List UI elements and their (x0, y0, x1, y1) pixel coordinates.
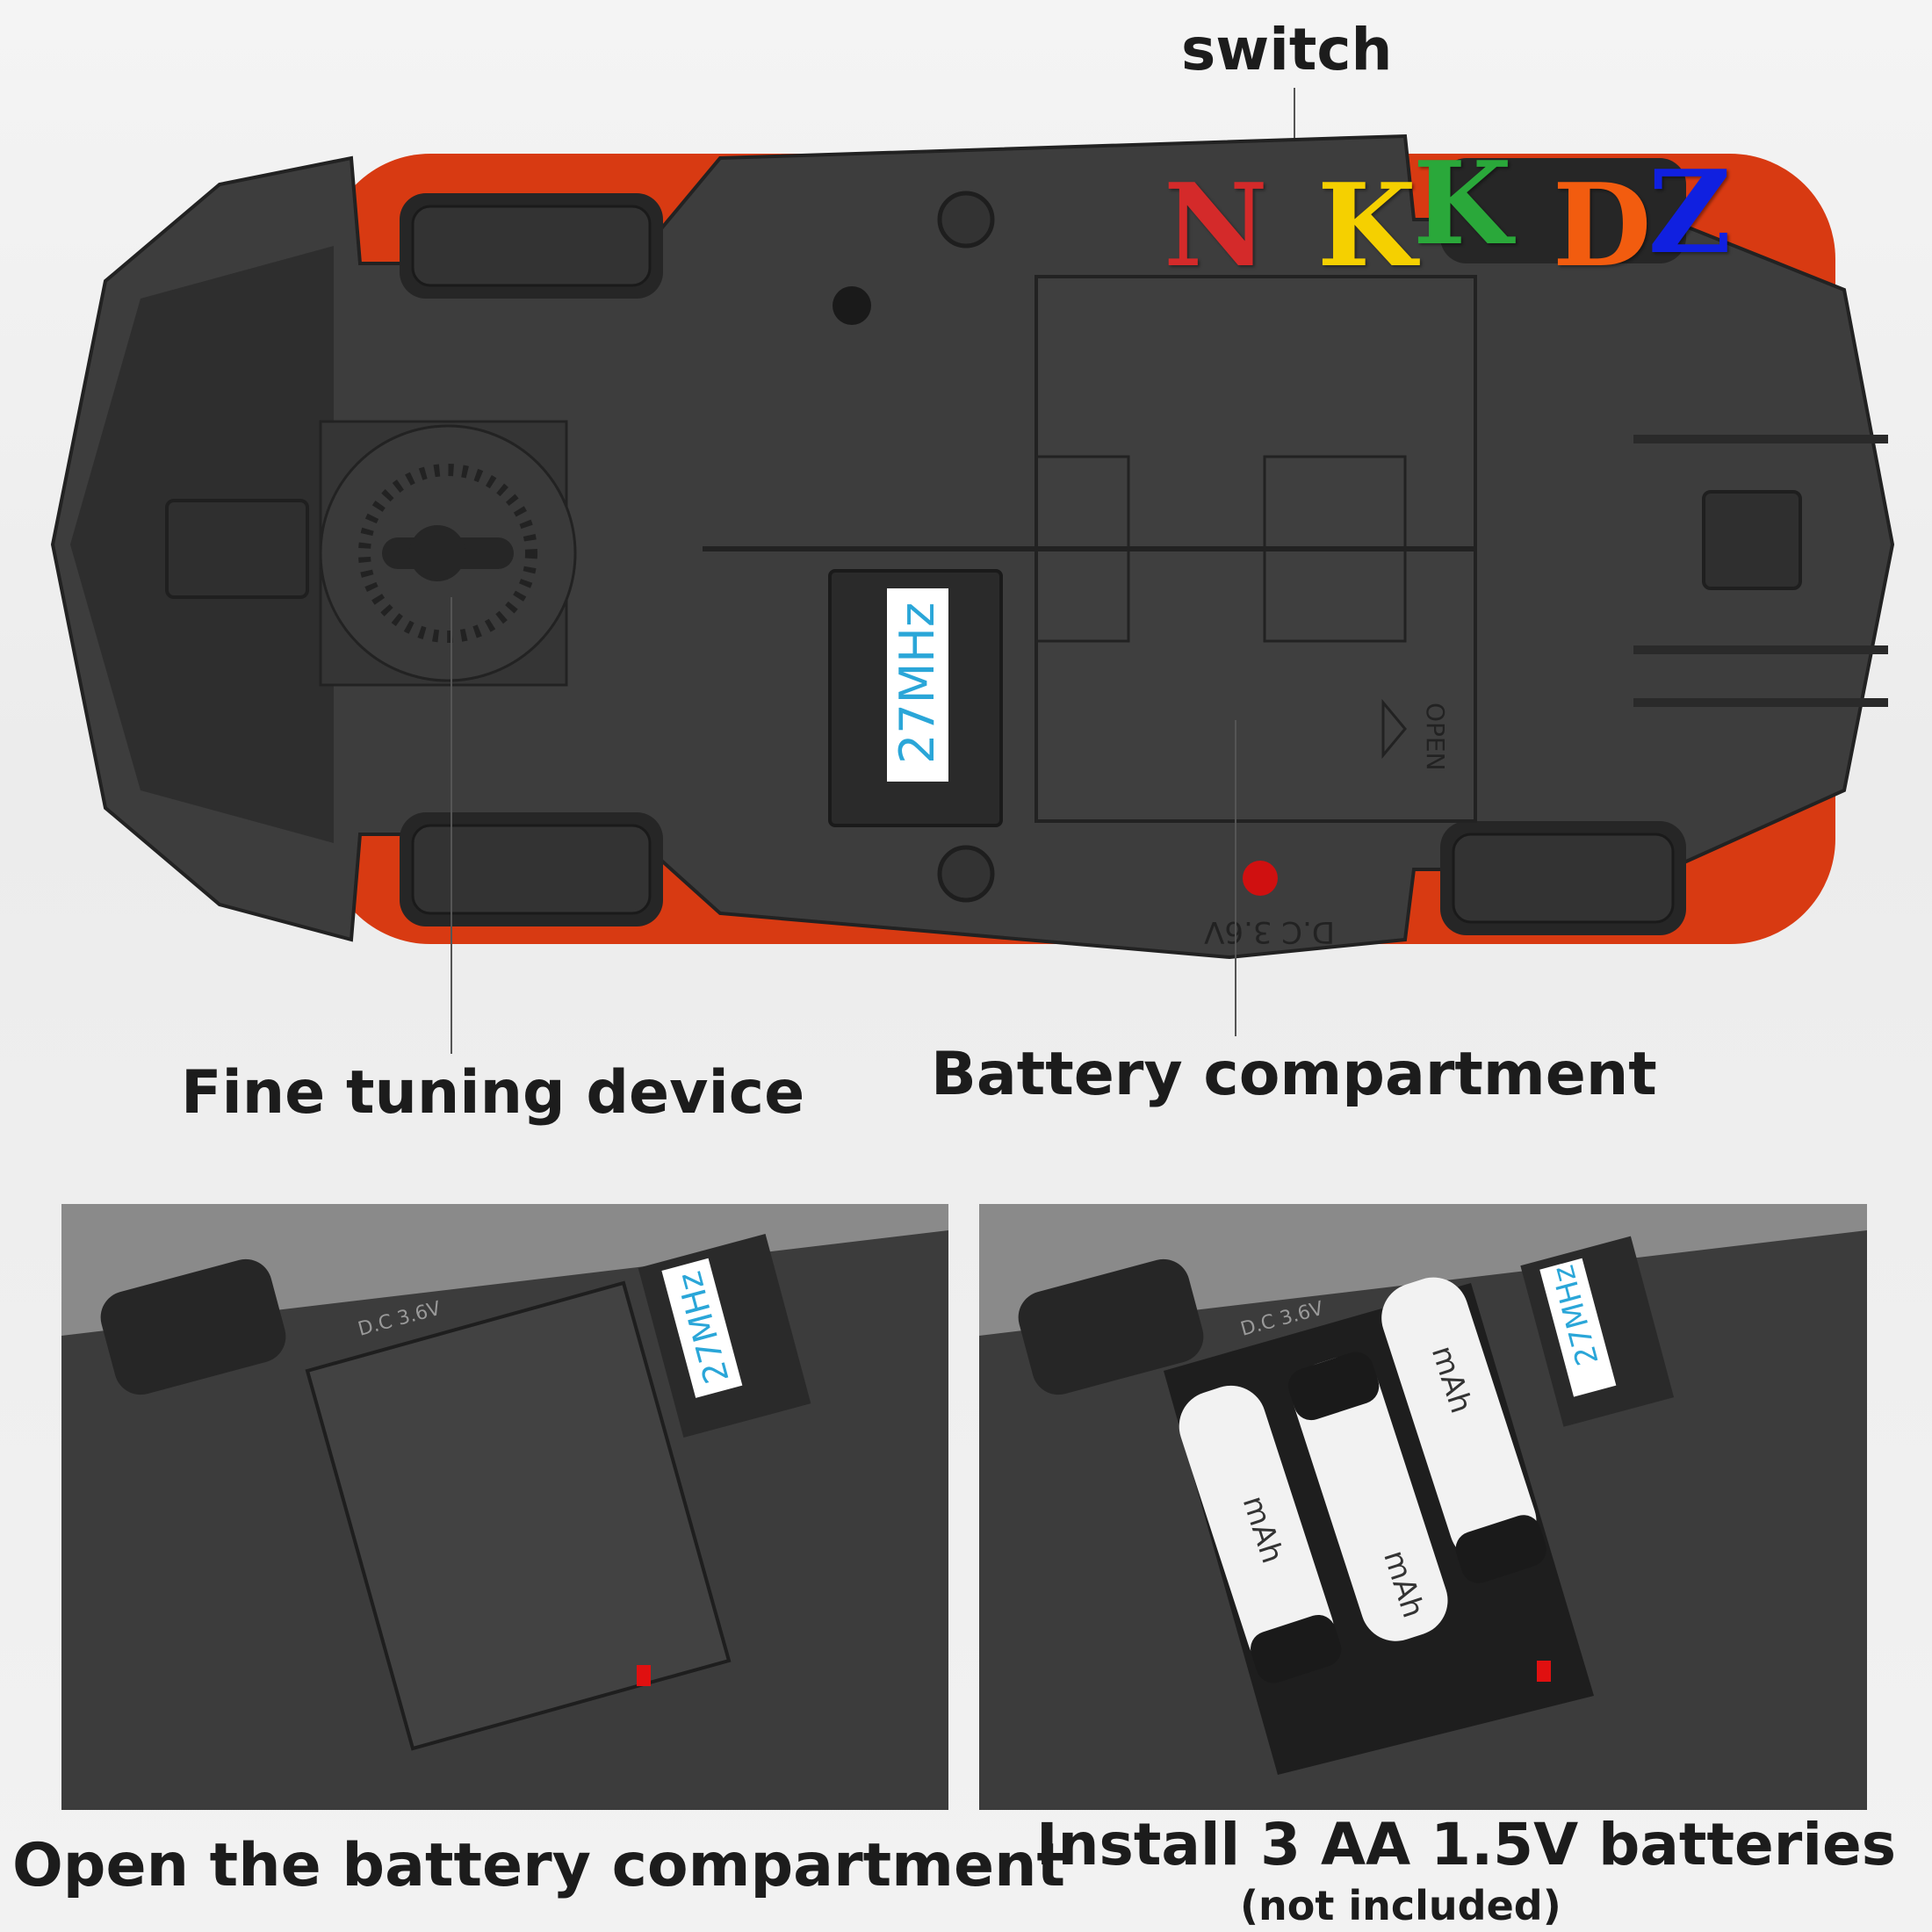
open-compartment-photo: 27MHz D.C 3.6V (61, 1204, 948, 1810)
wheel-front-left (400, 193, 663, 299)
open-marking: OPEN (1421, 703, 1450, 771)
logo-letter: Z (1647, 145, 1732, 279)
switch-pointer-line (1294, 88, 1295, 184)
logo-letter: N (1164, 158, 1268, 292)
car-underside-image: 27MHz OPEN D.C 3.6V (50, 133, 1895, 960)
aa-battery: mAh (1288, 1352, 1448, 1641)
battery-compartment-cover: OPEN (703, 275, 1477, 823)
aa-battery: mAh (1179, 1385, 1342, 1683)
battery-compartment-label: Battery compartment (931, 1040, 1657, 1109)
not-included-note: (not included) (1240, 1882, 1561, 1929)
power-switch-indicator (1243, 861, 1278, 896)
wheel-rear-left (1440, 158, 1686, 263)
wheel-rear-right (1440, 821, 1686, 935)
logo-letter: K (1412, 136, 1512, 270)
voltage-marking: D.C 3.6V (1204, 914, 1335, 949)
logo-letter: K (1316, 158, 1417, 292)
fine-tuning-pointer-line (451, 597, 452, 1054)
battery-pointer-line (1235, 720, 1236, 1036)
wheel-front-right (400, 812, 663, 926)
logo-letter: D (1552, 158, 1652, 292)
switch-label: switch (1181, 16, 1393, 83)
fine-tuning-label: Fine tuning device (181, 1058, 805, 1128)
aa-battery: mAh (1381, 1277, 1546, 1583)
open-compartment-caption: Open the battery compartment (12, 1831, 1065, 1900)
frequency-marking: 27MHz (890, 602, 945, 764)
fine-tuning-dial (319, 420, 577, 687)
install-batteries-caption: Install 3 AA 1.5V batteries (1036, 1811, 1897, 1878)
install-batteries-photo: mAh mAh mAh 27MHz D.C 3.6V (979, 1204, 1867, 1810)
